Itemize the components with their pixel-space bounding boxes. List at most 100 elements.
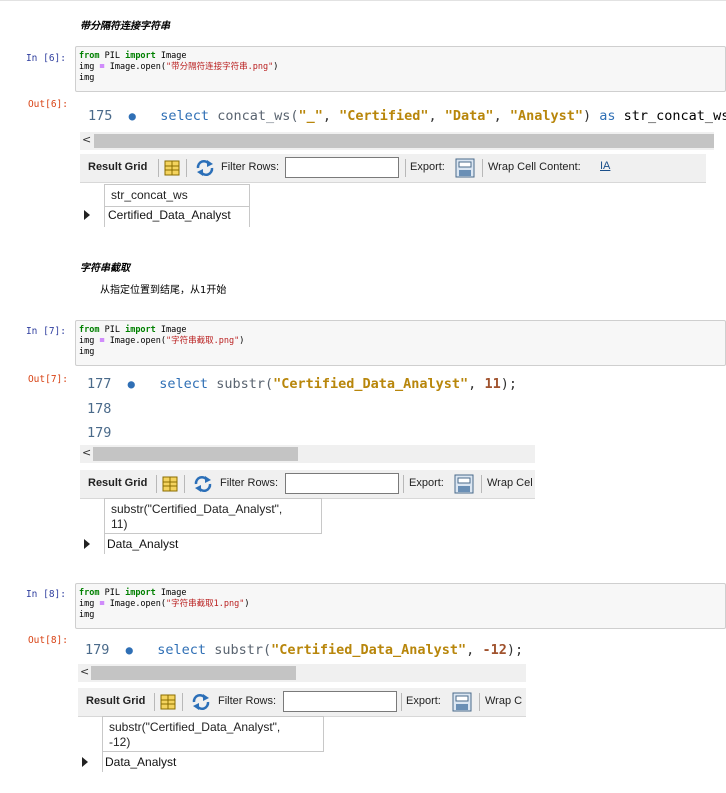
code-text: img [79, 347, 95, 357]
grid-layout-icon[interactable] [164, 160, 180, 176]
line-number: 179 [87, 425, 112, 441]
grid-layout-icon[interactable] [162, 476, 178, 492]
in-prompt: In [7]: [25, 326, 66, 337]
result-grid-tab[interactable]: Result Grid [88, 477, 148, 489]
refresh-icon[interactable] [193, 475, 213, 493]
code-string: "字符串截取.png" [166, 336, 240, 346]
filter-rows-input[interactable] [285, 157, 399, 178]
notebook-top-border [0, 0, 726, 1]
toolbar-separator [481, 475, 482, 493]
sql-punct: , [493, 108, 510, 124]
grid-cell[interactable]: Data_Analyst [105, 755, 177, 769]
export-icon[interactable] [455, 158, 475, 178]
code-text: img [79, 610, 95, 620]
code-keyword: import [125, 325, 156, 335]
toolbar-separator [182, 693, 183, 711]
code-keyword: from [79, 51, 100, 61]
toolbar-separator [184, 475, 185, 493]
toolbar-separator [186, 159, 187, 177]
code-string: "字符串截取1.png" [166, 599, 245, 609]
code-text: Image [155, 325, 187, 335]
code-editor[interactable]: from PIL import Image img = Image.open("… [76, 584, 725, 621]
code-keyword: import [125, 588, 156, 598]
sql-keyword: select [157, 642, 207, 658]
code-cell[interactable]: from PIL import Image img = Image.open("… [75, 583, 726, 629]
sql-number: -12 [482, 642, 507, 658]
result-grid-tab[interactable]: Result Grid [88, 161, 148, 173]
scrollbar-thumb[interactable] [91, 666, 296, 680]
code-text: PIL [99, 588, 126, 598]
sql-punct: , [466, 642, 483, 658]
sql-function: substr( [206, 642, 272, 658]
statement-marker-icon: ● [128, 109, 136, 123]
filter-rows-input[interactable] [283, 691, 397, 712]
out-prompt: Out[7]: [27, 374, 68, 385]
scroll-left-icon[interactable]: < [82, 133, 92, 146]
column-header[interactable]: substr("Certified_Data_Analyst", -12) [102, 716, 324, 752]
output-image: 177 ● select substr("Certified_Data_Anal… [80, 370, 540, 558]
result-toolbar: Result Grid Filter Rows: Export: Wrap Ce… [80, 154, 706, 183]
sql-punct: , [468, 376, 485, 392]
sql-punct: ); [506, 642, 524, 658]
filter-rows-input[interactable] [285, 473, 399, 494]
code-cell[interactable]: from PIL import Image img = Image.open("… [75, 46, 726, 92]
filter-rows-label: Filter Rows: [218, 695, 277, 707]
scroll-left-icon[interactable]: < [80, 665, 90, 678]
scroll-left-icon[interactable]: < [82, 446, 92, 459]
sql-function: concat_ws( [209, 108, 299, 124]
grid-cell[interactable]: Data_Analyst [107, 537, 179, 551]
wrap-cell-toggle-icon[interactable]: IA [600, 160, 611, 172]
sql-string: "Certified_Data_Analyst" [271, 642, 467, 658]
code-cell[interactable]: from PIL import Image img = Image.open("… [75, 320, 726, 366]
horizontal-scrollbar[interactable]: < [80, 445, 535, 463]
scrollbar-thumb[interactable] [94, 134, 714, 148]
refresh-icon[interactable] [195, 159, 215, 177]
grid-cell[interactable]: Certified_Data_Analyst [108, 208, 231, 222]
code-text: Image.open( [104, 599, 167, 609]
code-text: Image [155, 51, 187, 61]
toolbar-separator [401, 693, 402, 711]
sql-string: "Data" [444, 108, 494, 124]
horizontal-scrollbar[interactable]: < [80, 132, 714, 150]
result-toolbar: Result Grid Filter Rows: Export: Wrap C [78, 688, 526, 717]
grid-layout-icon[interactable] [160, 694, 176, 710]
in-prompt: In [6]: [25, 53, 66, 64]
grid-line [249, 207, 250, 227]
grid-line [104, 534, 105, 554]
refresh-icon[interactable] [191, 693, 211, 711]
toolbar-separator [482, 159, 483, 177]
row-marker-icon [84, 210, 90, 220]
code-text: ) [273, 62, 279, 72]
export-icon[interactable] [454, 474, 474, 494]
row-marker-icon [82, 757, 88, 767]
filter-rows-label: Filter Rows: [220, 477, 279, 489]
export-label: Export: [410, 161, 445, 173]
sql-string: "Certified" [339, 108, 429, 124]
wrap-cell-label: Wrap Cell Content: [488, 161, 581, 173]
code-editor[interactable]: from PIL import Image img = Image.open("… [76, 321, 725, 358]
column-header[interactable]: substr("Certified_Data_Analyst", 11) [104, 498, 322, 534]
code-operator: = [99, 336, 105, 346]
code-text: ) [239, 336, 245, 346]
scrollbar-thumb[interactable] [93, 447, 298, 461]
line-number: 179 [85, 642, 110, 658]
code-text: PIL [99, 51, 126, 61]
statement-marker-icon: ● [125, 643, 133, 657]
wrap-cell-label: Wrap C [485, 695, 523, 707]
export-icon[interactable] [452, 692, 472, 712]
result-toolbar: Result Grid Filter Rows: Export: Wrap Ce… [80, 470, 535, 499]
line-number: 175 [88, 108, 113, 124]
code-text: PIL [99, 325, 126, 335]
result-grid-tab[interactable]: Result Grid [86, 695, 146, 707]
filter-rows-label: Filter Rows: [221, 161, 280, 173]
grid-line [102, 752, 103, 772]
horizontal-scrollbar[interactable]: < [78, 664, 526, 682]
sql-punct: , [322, 108, 340, 124]
code-editor[interactable]: from PIL import Image img = Image.open("… [76, 47, 725, 84]
toolbar-separator [158, 159, 159, 177]
markdown-heading: 字符串截取 [80, 263, 130, 274]
sql-string: "Analyst" [509, 108, 583, 124]
column-header[interactable]: str_concat_ws [104, 184, 250, 207]
toolbar-separator [479, 693, 480, 711]
column-header-line: substr("Certified_Data_Analyst", [111, 502, 283, 516]
